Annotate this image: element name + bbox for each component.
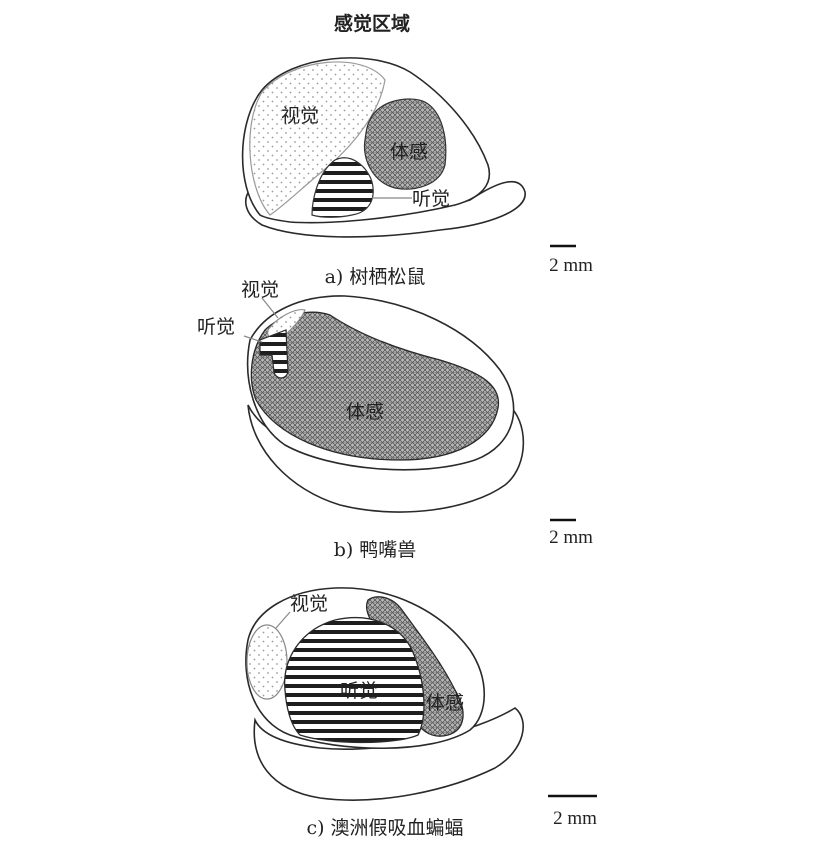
- panel-c-visual-leader: [275, 611, 291, 629]
- panel-b-caption: b) 鸭嘴兽: [334, 539, 417, 561]
- panel-b-auditory-leader: [243, 335, 263, 343]
- panel-c-visual-area: [246, 624, 288, 700]
- panel-b-platypus: 视觉 听觉 体感 b) 鸭嘴兽 2 mm: [197, 279, 593, 561]
- panel-c-lower-lobe: [253, 707, 524, 801]
- panel-b-label-visual: 视觉: [241, 279, 279, 301]
- panel-b-auditory-area: [259, 329, 289, 379]
- panel-c-label-auditory: 听觉: [340, 680, 378, 702]
- figure-title: 感觉区域: [334, 12, 410, 35]
- panel-a-squirrel: 视觉 体感 听觉 a) 树栖松鼠 2 mm: [241, 57, 593, 288]
- panel-a-label-auditory: 听觉: [412, 188, 450, 210]
- panel-c-caption: c) 澳洲假吸血蝙蝠: [306, 817, 463, 839]
- panel-a-caption: a) 树栖松鼠: [325, 266, 426, 288]
- panel-b-label-auditory: 听觉: [197, 316, 235, 338]
- panel-a-auditory-area: [311, 157, 374, 218]
- panel-a-label-somatosensory: 体感: [390, 141, 428, 163]
- panel-c-scale-label: 2 mm: [553, 808, 597, 829]
- panel-a-label-visual: 视觉: [281, 105, 319, 127]
- panel-c-label-visual: 视觉: [290, 593, 328, 615]
- panel-a-somatosensory-area: [363, 98, 447, 190]
- panel-b-somatosensory-area: [250, 311, 500, 461]
- panel-c-label-somatosensory: 体感: [426, 692, 464, 714]
- panel-b-label-somatosensory: 体感: [346, 401, 384, 423]
- panel-c-auditory-area: [284, 616, 425, 744]
- panel-b-scale-label: 2 mm: [549, 527, 593, 548]
- panel-b-visual-leader: [261, 297, 279, 319]
- panel-a-scale-label: 2 mm: [549, 255, 593, 276]
- panel-c-ghost-bat: 视觉 听觉 体感 c) 澳洲假吸血蝙蝠 2 mm: [245, 587, 597, 839]
